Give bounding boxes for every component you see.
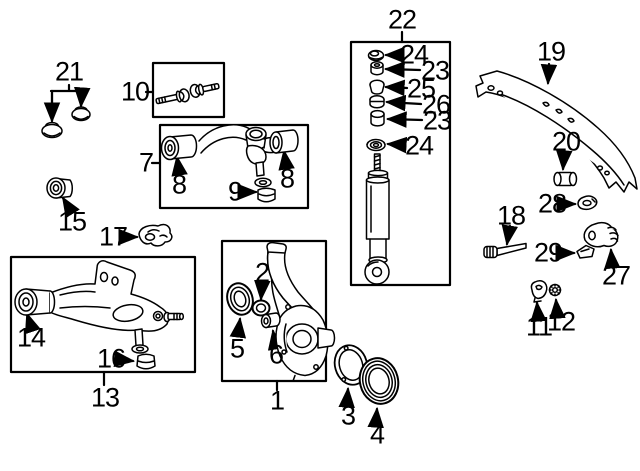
callout-14: 14	[16, 322, 46, 353]
callout-28: 28	[537, 188, 567, 219]
part-4-dust-seal-drawing	[358, 357, 400, 405]
callout-5: 5	[229, 333, 245, 364]
part-11-cam-plate-drawing	[530, 279, 548, 303]
part-1-steering-knuckle-drawing	[266, 241, 336, 382]
arrow-8-right	[278, 148, 295, 171]
callout-8-right: 8	[279, 163, 295, 194]
callout-3: 3	[340, 400, 356, 431]
arrow-12	[549, 297, 566, 320]
callout-29: 29	[533, 237, 563, 268]
part-25-cushion-retainer-drawing	[369, 79, 385, 95]
part-10-camber-bolts-drawing	[155, 82, 220, 105]
part-20-collar-drawing	[553, 171, 578, 187]
arrow-20	[555, 149, 573, 172]
callout-15: 15	[57, 206, 87, 237]
callout-10: 10	[120, 76, 150, 107]
part-3-gasket-drawing	[333, 344, 369, 386]
part-28-clip-drawing	[577, 195, 598, 211]
callout-7: 7	[138, 147, 154, 178]
arrow-14	[25, 312, 41, 335]
callout-13: 13	[90, 382, 120, 413]
callout-22: 22	[387, 4, 417, 35]
part-12-nut-drawing	[548, 283, 562, 297]
part-27-cam-bracket-drawing	[583, 221, 619, 248]
arrow-4	[367, 406, 384, 429]
arrow-11	[530, 300, 547, 323]
arrow-24-low	[385, 136, 408, 154]
arrow-19	[540, 62, 558, 86]
arrow-2	[254, 279, 271, 302]
part-2-ring-drawing	[251, 299, 271, 317]
box-part-22	[349, 40, 452, 287]
part-21-flange-nuts-drawing	[41, 106, 91, 139]
arrow-6	[267, 328, 285, 351]
callout-4: 4	[369, 419, 385, 450]
callout-9: 9	[227, 176, 243, 207]
part-19-support-bracket-drawing	[475, 70, 638, 193]
part-6-bushing-drawing	[260, 312, 281, 329]
box-part-10	[151, 61, 226, 119]
arrow-16	[113, 350, 136, 368]
part-26-cushion-washer-drawing	[369, 94, 385, 109]
callout-12: 12	[546, 306, 576, 337]
callout-6: 6	[268, 339, 284, 370]
callout-17: 17	[98, 221, 128, 252]
callout-26: 26	[421, 89, 451, 120]
arrow-23-top	[383, 61, 422, 78]
callout-16: 16	[96, 343, 126, 374]
callout-21: 21	[54, 56, 84, 87]
arrow-26	[384, 94, 423, 112]
part-18-cam-bolt-drawing	[483, 242, 527, 259]
arrow-25	[383, 79, 409, 97]
callout-8-left: 8	[171, 169, 187, 200]
arrow-23-low	[385, 111, 424, 128]
part-24-cap-nut-drawing	[367, 49, 385, 62]
callout-23-low: 23	[422, 105, 452, 136]
part-29-cam-wedge-drawing	[576, 244, 595, 259]
callout-27: 27	[601, 260, 631, 291]
callout-arrows	[25, 46, 621, 429]
part-7-upper-control-arm-drawing	[160, 124, 299, 203]
part-22-shock-absorber-kit-drawing	[364, 49, 390, 285]
part-13-lower-control-arm-drawing	[14, 260, 185, 370]
arrow-15	[61, 196, 80, 219]
arrow-18	[501, 224, 519, 247]
shock-absorber-body-drawing	[364, 153, 390, 285]
part-23-bushing-lower-drawing	[370, 109, 385, 127]
callout-11: 11	[525, 311, 553, 342]
callout-1: 1	[269, 385, 285, 416]
callout-20: 20	[551, 126, 581, 157]
arrow-5	[229, 316, 247, 339]
callout-18: 18	[496, 200, 526, 231]
callout-24-low: 24	[404, 130, 434, 161]
callout-25: 25	[406, 73, 436, 104]
part-24-flanged-washer-drawing	[366, 138, 386, 152]
arrow-21-right	[73, 86, 91, 109]
callout-2: 2	[254, 257, 270, 288]
part-17-bracket-drawing	[138, 223, 173, 247]
callout-19: 19	[536, 36, 566, 67]
part-15-bushing-drawing	[46, 177, 74, 199]
arrow-8-left	[171, 154, 188, 177]
part-23-bushing-top-drawing	[370, 61, 384, 76]
part-5-seal-drawing	[226, 282, 254, 316]
callout-24-top: 24	[399, 39, 429, 70]
box-part-1	[220, 239, 328, 383]
arrow-27	[604, 247, 621, 270]
callout-23-top: 23	[420, 55, 450, 86]
arrow-3	[338, 386, 355, 409]
